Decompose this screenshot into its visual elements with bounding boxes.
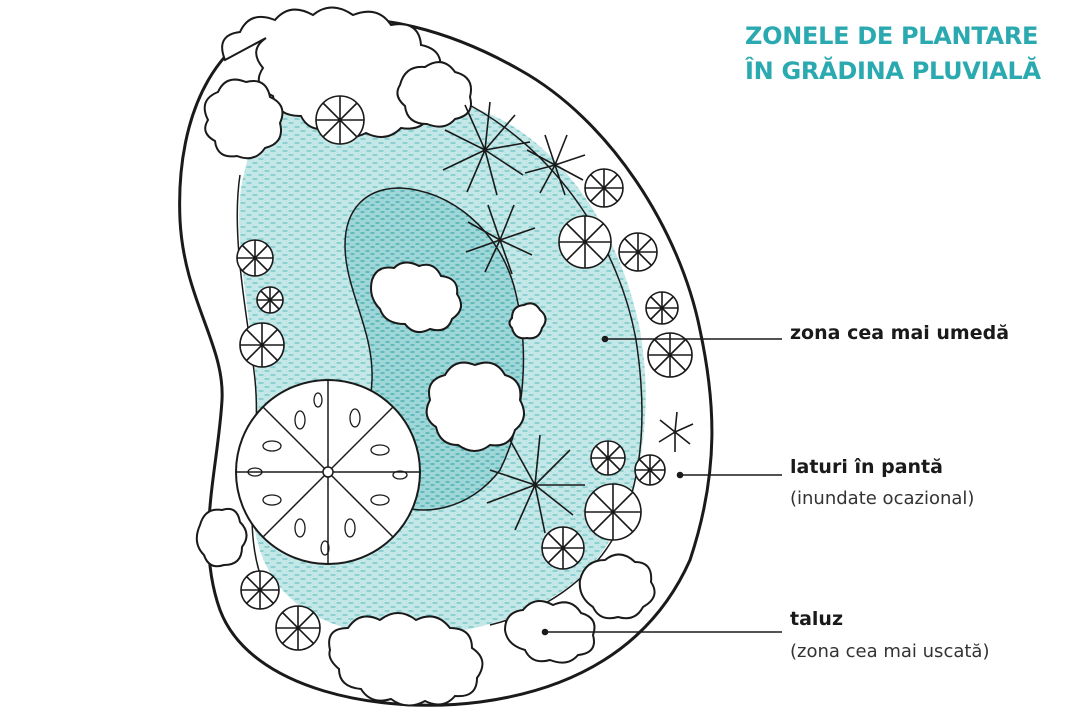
- label-slopes-note: (inundate ocazional): [790, 488, 975, 509]
- radial-shrubs: [236, 95, 693, 651]
- callout-lines: [541, 335, 782, 636]
- label-berm-note: (zona cea mai uscată): [790, 641, 990, 662]
- shrub-group-top: [203, 6, 472, 160]
- shrub-group-bottom: [195, 507, 656, 707]
- grass-plants: [442, 101, 694, 534]
- diagram-title-line-1: ZONELE DE PLANTARE: [745, 22, 1039, 50]
- diagram-title-line-2: ÎN GRĂDINA PLUVIALĂ: [745, 57, 1041, 85]
- label-berm: taluz: [790, 608, 844, 630]
- water-shrubs: [370, 261, 547, 452]
- large-tree: [235, 379, 421, 565]
- label-slopes: laturi în pantă: [790, 456, 943, 478]
- label-wettest-zone: zona cea mai umedă: [790, 322, 1010, 344]
- mid-ring-line-right: [459, 99, 643, 626]
